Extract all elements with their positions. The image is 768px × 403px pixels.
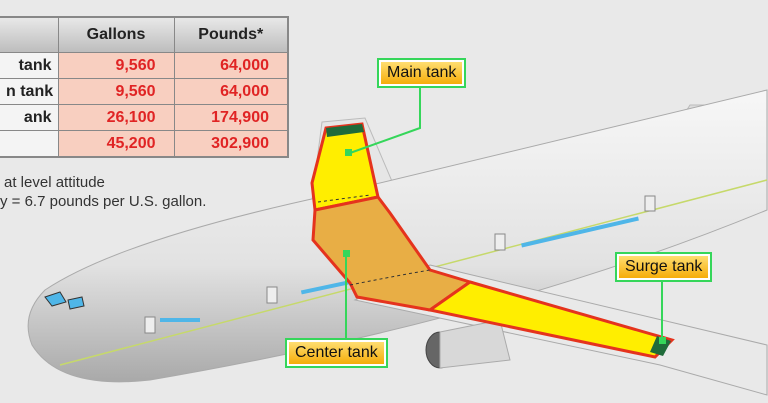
tank-boundary-dashed — [317, 194, 431, 286]
surge-tank-marker — [659, 337, 666, 344]
header-gallons: Gallons — [57, 16, 175, 53]
pounds-cell: 174,900 — [173, 104, 289, 131]
gallons-cell: 9,560 — [57, 78, 175, 105]
main-tank-marker — [345, 149, 352, 156]
pounds-cell: 64,000 — [173, 78, 289, 105]
row-label: n tank — [0, 78, 59, 105]
row-label: ank — [0, 104, 59, 131]
pounds-cell: 64,000 — [173, 52, 289, 79]
doors — [144, 195, 656, 334]
gallons-cell: 45,200 — [57, 130, 175, 158]
main-tank-near — [426, 280, 675, 359]
table-header: Gallons Pounds* — [0, 16, 289, 53]
callout-lines — [345, 88, 663, 340]
engine-nacelle — [439, 319, 511, 369]
pounds-cell: 302,900 — [173, 130, 289, 158]
row-label — [0, 130, 59, 158]
surge-tank-label: Surge tank — [615, 252, 713, 282]
row-label: tank — [0, 52, 59, 79]
header-pounds: Pounds* — [173, 16, 289, 53]
note-line-2: y = 6.7 pounds per U.S. gallon. — [0, 193, 207, 210]
gallons-cell: 9,560 — [57, 52, 175, 79]
gallons-cell: 26,100 — [57, 104, 175, 131]
cockpit-window — [67, 296, 85, 310]
note-line-1: at level attitude — [4, 174, 105, 191]
center-tank-marker — [343, 250, 350, 257]
header-label — [0, 16, 59, 53]
cockpit-window — [44, 291, 67, 307]
surge-tank-far — [326, 124, 364, 137]
center-tank-label: Center tank — [285, 338, 388, 368]
main-tank-label: Main tank — [377, 58, 467, 88]
